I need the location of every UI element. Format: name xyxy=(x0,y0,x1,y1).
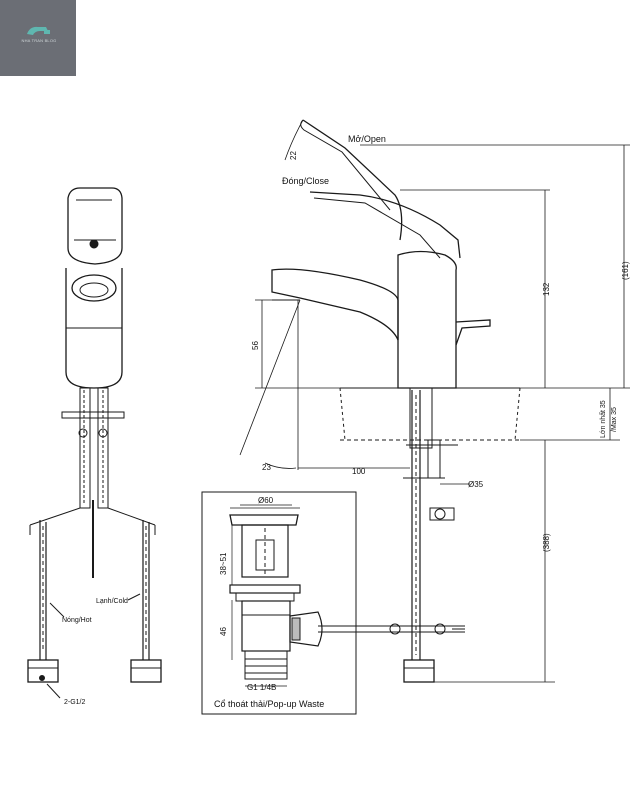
logo-text: NHA TRAN BLOG xyxy=(21,38,57,43)
waste-dia-60: Ø60 xyxy=(258,496,274,505)
faucet-icon xyxy=(27,26,50,35)
dim-161: (161) xyxy=(621,261,630,280)
dim-angle-22: 22 xyxy=(289,151,298,160)
hot-label: Nóng/Hot xyxy=(62,617,92,624)
brand-logo: NHA TRAN BLOG xyxy=(0,0,76,76)
dim-388: (388) xyxy=(542,533,551,552)
dim-132: 132 xyxy=(542,282,551,296)
cold-label: Lạnh/Cold xyxy=(96,598,128,605)
waste-38-51: 38~51 xyxy=(219,552,228,575)
open-label: Mở/Open xyxy=(348,134,386,144)
close-label: Đóng/Close xyxy=(282,176,329,186)
dim-23: 23 xyxy=(262,463,271,472)
max-label-en: /Max 35 xyxy=(611,407,618,432)
dim-56: 56 xyxy=(251,341,260,350)
waste-title: Cổ thoát thải/Pop-up Waste xyxy=(214,699,324,709)
thread-label: 2-G1/2 xyxy=(64,699,86,706)
dim-100: 100 xyxy=(352,467,366,476)
waste-46: 46 xyxy=(219,627,228,636)
popup-waste-detail xyxy=(201,491,357,715)
dim-dia-35: Ø35 xyxy=(468,480,484,489)
side-view xyxy=(271,119,521,683)
waste-thread: G1 1/4B xyxy=(247,683,276,692)
max-label-vi: Lớn nhất 35 xyxy=(598,400,607,438)
dimension-lines xyxy=(239,119,630,683)
front-view xyxy=(27,187,162,699)
